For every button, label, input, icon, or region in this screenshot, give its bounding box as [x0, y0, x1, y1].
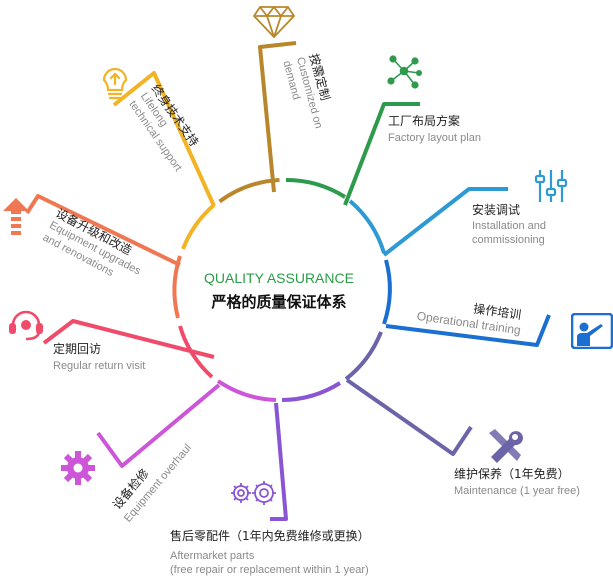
- center-title-en: QUALITY ASSURANCE: [204, 270, 354, 286]
- lightbulb-icon: [102, 67, 128, 100]
- label-group-return: 定期回访 Regular return visit: [53, 342, 145, 374]
- arc-upgrade: [172, 255, 182, 319]
- arc-support: [181, 203, 216, 250]
- label-install-cn: 安装调试: [472, 203, 521, 217]
- arc-custom: [218, 178, 280, 204]
- arc-maintenance: [344, 331, 383, 381]
- arc-layout: [285, 177, 347, 199]
- label-install-en2: commissioning: [472, 233, 545, 246]
- presenter-icon: [571, 313, 613, 349]
- spoke-training: [385, 314, 551, 347]
- arc-parts: [281, 381, 342, 402]
- label-parts-cn: 售后零配件（1年内免费维修或更换）: [170, 529, 370, 543]
- arc-return: [178, 325, 214, 379]
- diamond-icon: [253, 6, 295, 38]
- label-layout-en1: Factory layout plan: [388, 132, 481, 144]
- spoke-parts: [270, 402, 288, 521]
- label-group-layout: 工厂布局方案 Factory layout plan: [388, 114, 481, 146]
- sliders-icon: [534, 170, 568, 202]
- arc-training: [382, 259, 392, 325]
- label-maintenance-cn: 维护保养（1年免费）: [454, 467, 570, 481]
- label-maintenance-en1: Maintenance (1 year free): [454, 485, 580, 497]
- spoke-upgrade: [25, 194, 181, 267]
- label-group-maintenance: 维护保养（1年免费） Maintenance (1 year free): [454, 467, 580, 499]
- label-install-en1: Installation and: [472, 220, 546, 232]
- label-group-parts: 售后零配件（1年内免费维修或更换） Aftermarket parts (fre…: [170, 529, 370, 578]
- center-title-cn: 严格的质量保证体系: [211, 293, 347, 311]
- gear-icon: [61, 451, 95, 485]
- spoke-overhaul: [96, 383, 221, 468]
- arc-install: [348, 199, 386, 254]
- spoke-return: [42, 319, 215, 359]
- label-layout-cn: 工厂布局方案: [388, 114, 461, 128]
- network-icon: [387, 55, 422, 89]
- spoke-maintenance: [345, 378, 473, 456]
- spoke-install: [382, 187, 508, 257]
- label-parts-en1: Aftermarket parts: [170, 550, 255, 562]
- label-parts-en2: (free repair or replacement within 1 yea…: [170, 563, 369, 576]
- arc-overhaul: [216, 379, 277, 402]
- spoke-support: [112, 71, 216, 207]
- spoke-custom: [258, 41, 297, 193]
- upload-arrow-icon: [3, 198, 29, 235]
- label-return-en1: Regular return visit: [53, 360, 146, 372]
- gears-icon: [231, 481, 276, 505]
- label-return-cn: 定期回访: [53, 342, 102, 356]
- spoke-layout: [343, 102, 420, 206]
- tools-icon: [489, 429, 523, 463]
- label-group-install: 安装调试 Installation and commissioning: [472, 203, 546, 248]
- headset-icon: [9, 310, 43, 341]
